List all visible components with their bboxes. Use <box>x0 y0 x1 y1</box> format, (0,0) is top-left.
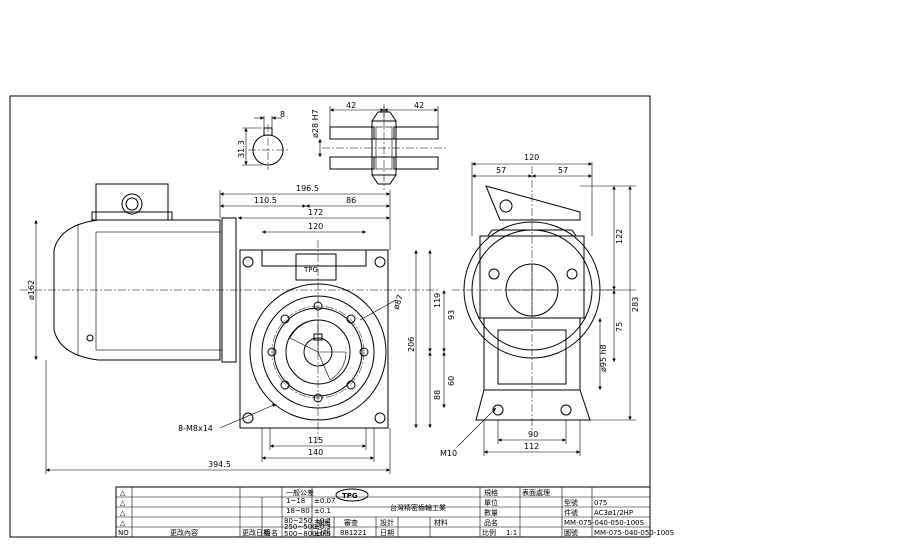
label-drawing: 繪圖 <box>316 518 330 527</box>
label-drawing-no: 圖號 <box>564 528 578 537</box>
date-code: 881221 <box>340 529 367 537</box>
rev-col-content: 更改內容 <box>170 528 198 537</box>
total-length-label: 394.5 <box>208 460 231 469</box>
tol-value-0: ±0.07 <box>314 497 335 505</box>
tol-value-2: ±0.2 <box>314 517 331 525</box>
hub-right-label: 42 <box>414 101 424 110</box>
keyway-width-label: 8 <box>280 110 285 119</box>
h75-label: 75 <box>615 322 624 332</box>
tol-range-2: 80~250 <box>284 517 312 525</box>
h60-label: 60 <box>447 376 456 386</box>
general-tol-label: 一般公差 <box>286 488 314 497</box>
rev-col-no: NO <box>118 529 129 537</box>
spec-value: MM-075-040-050-100S <box>564 519 645 527</box>
height-label: 206 <box>407 337 416 352</box>
side-half-left-label: 57 <box>496 166 506 175</box>
side-half-right-label: 57 <box>558 166 568 175</box>
rev-mark-1: △ <box>120 489 126 497</box>
h88-label: 88 <box>433 390 442 400</box>
center-height-label: 119 <box>433 293 442 308</box>
label-date: 日期 <box>316 529 330 537</box>
model-value: 075 <box>594 499 607 507</box>
front-view: TPG 196.5 110.5 86 <box>20 183 456 474</box>
scale-value: 1:1 <box>506 529 517 537</box>
label-scale: 比例 <box>482 528 496 537</box>
hub-left-label: 42 <box>346 101 356 110</box>
bore-label: ø28 H7 <box>311 109 320 138</box>
drawing-no-value: MM-075-040-050-100S <box>594 529 675 537</box>
output-dia-label: ø95 h8 <box>599 344 608 372</box>
tol-value-1: ±0.1 <box>314 507 331 515</box>
keyway-detail: 8 31.3 <box>237 110 290 170</box>
rev-mark-3: △ <box>120 509 126 517</box>
label-name: 品名 <box>484 518 498 527</box>
tol-range-4: 500~800 <box>284 530 317 538</box>
motor-dia-label: ø162 <box>27 280 36 300</box>
thread-label: 8-M8x14 <box>178 424 213 433</box>
tol-range-3: 250~500 <box>284 523 317 531</box>
tol-value-4: ±0.5 <box>314 530 331 538</box>
body-width-label: 172 <box>308 208 323 217</box>
base-holes-label: 115 <box>308 436 323 445</box>
rev-mark-4: △ <box>120 519 126 527</box>
overall-label: 196.5 <box>296 184 319 193</box>
part-no-value: AC3ø1/2HP <box>594 509 633 517</box>
label-design: 設計 <box>380 518 394 527</box>
tol-range-1: 18~80 <box>286 507 310 515</box>
svg-text:TPG: TPG <box>342 492 358 500</box>
h93-label: 93 <box>447 310 456 320</box>
motor-side-label: 110.5 <box>254 196 277 205</box>
motor-body <box>53 219 221 361</box>
logo-mark: TPG <box>303 266 318 274</box>
foot-holes-label: 90 <box>528 430 538 439</box>
side-terminal-box <box>485 185 581 221</box>
label-surface: 表面處理 <box>522 488 550 497</box>
company-logo: TPG <box>335 488 369 502</box>
flange-width-label: 120 <box>308 222 323 231</box>
motor-fins <box>95 231 223 351</box>
tol-value-3: ±0.3 <box>314 523 331 531</box>
side-width-label: 120 <box>524 153 539 162</box>
bolt-label: M10 <box>440 449 457 458</box>
label-part-no: 件號 <box>564 508 578 517</box>
base-width-label: 140 <box>308 448 323 457</box>
label-spec: 規格 <box>484 488 498 497</box>
label-qty: 數量 <box>484 508 498 517</box>
bolt-circle-label: ø87 <box>391 293 405 310</box>
rev-col-date: 更改日期 <box>242 528 270 537</box>
keyway-depth-label: 31.3 <box>237 140 246 158</box>
label-model: 型號 <box>564 498 578 507</box>
h122-label: 122 <box>615 229 624 244</box>
h283-label: 283 <box>631 297 640 312</box>
hollow-shaft-section: 42 42 ø28 H7 <box>311 101 446 190</box>
side-view: 120 57 57 122 283 75 ø95 h8 90 112 M10 <box>440 153 640 458</box>
terminal-box <box>95 183 169 221</box>
label-date-2: 日期 <box>380 529 394 537</box>
title-block: △ △ △ △ NO 更改內容 更改日期 簽名 一般公差 1~18 ±0.07 … <box>115 486 675 538</box>
rev-mark-2: △ <box>120 499 126 507</box>
company-name: 台灣精密齒輪工業 <box>390 503 446 512</box>
label-check: 審查 <box>344 518 358 527</box>
foot-width-label: 112 <box>524 442 539 451</box>
tol-range-0: 1~18 <box>286 497 305 505</box>
gear-side-label: 86 <box>346 196 356 205</box>
label-material: 材料 <box>434 518 448 527</box>
rev-col-sign: 簽名 <box>264 528 278 537</box>
label-unit: 單位 <box>484 498 498 507</box>
breather-plug <box>295 253 337 281</box>
